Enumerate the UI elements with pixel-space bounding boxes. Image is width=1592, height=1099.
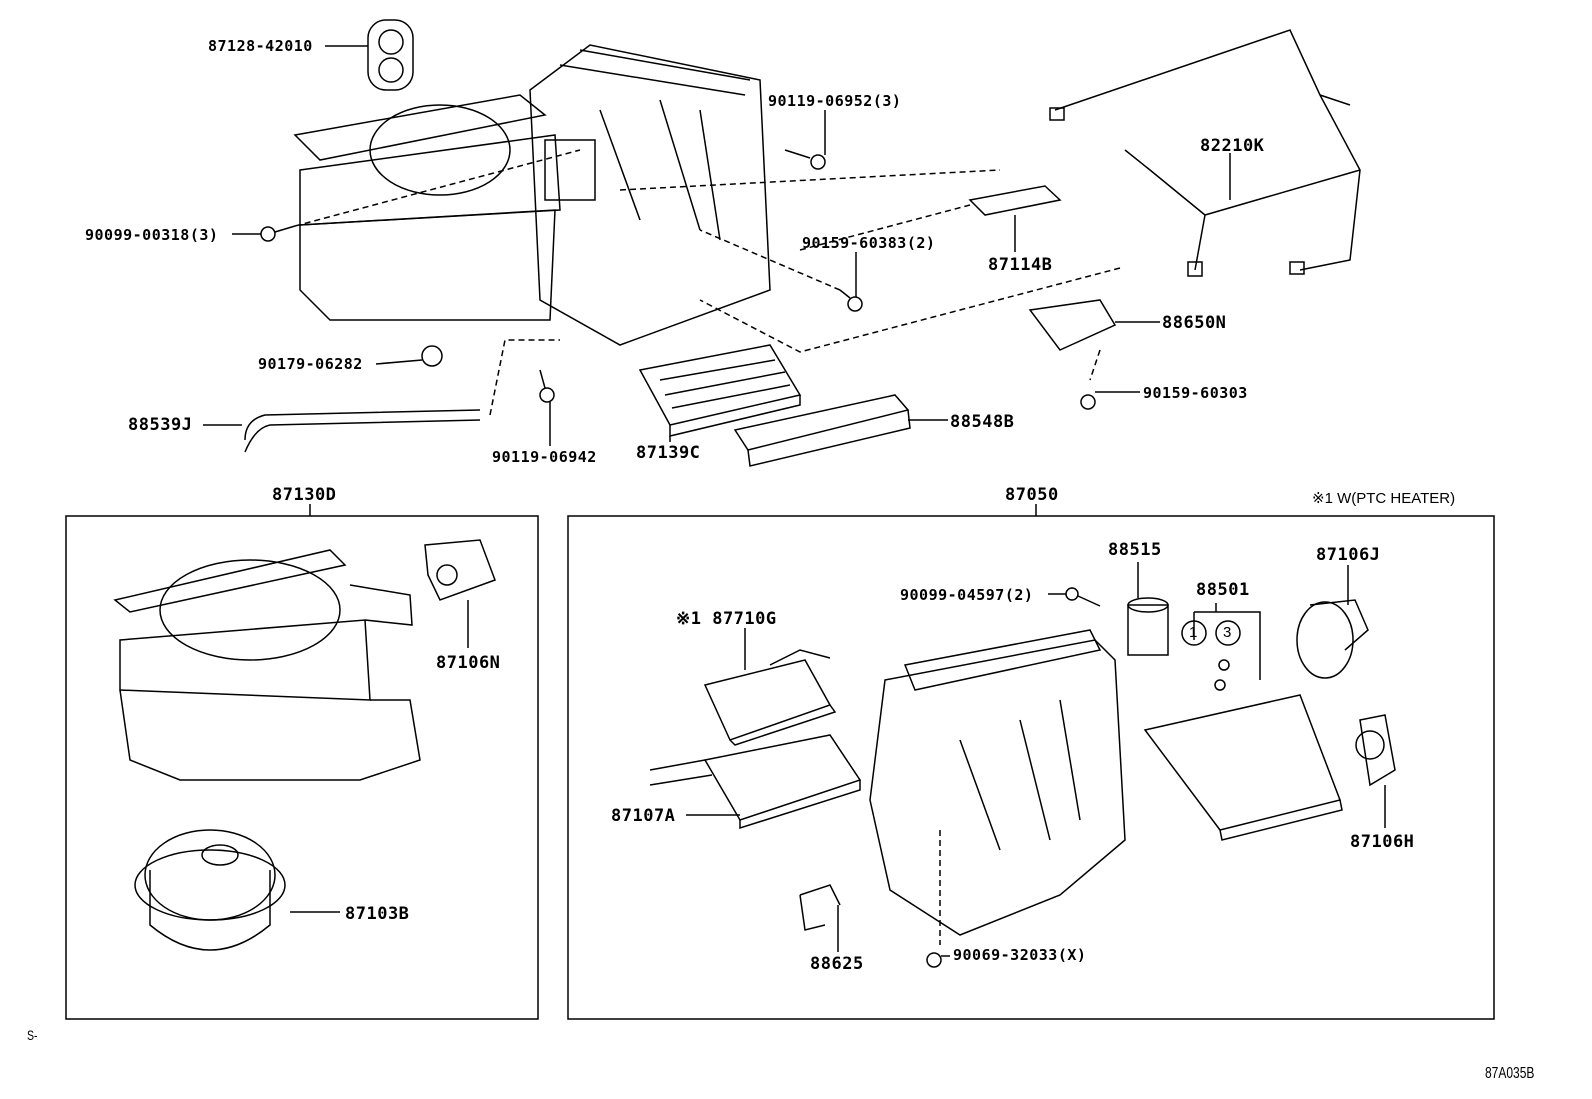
heater-unit-assembly xyxy=(293,44,771,346)
screw-90159-60303 xyxy=(1080,394,1096,410)
label-90099-04597[interactable]: 90099-04597(2) xyxy=(900,586,1034,604)
actuator-87106N xyxy=(424,539,496,601)
label-88539J[interactable]: 88539J xyxy=(128,415,193,435)
label-88548B[interactable]: 88548B xyxy=(950,412,1015,432)
wire-harness-82210K xyxy=(1054,29,1361,271)
grommet-87128 xyxy=(367,19,414,91)
label-87106J[interactable]: 87106J xyxy=(1316,545,1381,565)
label-87114B[interactable]: 87114B xyxy=(988,255,1053,275)
screw-90119-06942 xyxy=(539,369,555,403)
corner-mark: S- xyxy=(27,1027,38,1043)
ptc-heater-note: ※1 W(PTC HEATER) xyxy=(1312,490,1456,507)
label-87128-42010[interactable]: 87128-42010 xyxy=(208,37,313,55)
screw-90099-00318 xyxy=(260,225,296,242)
ptc-heater-87710G xyxy=(703,649,837,746)
oring-3-number: 3 xyxy=(1223,624,1232,641)
oring-1-icon xyxy=(1181,620,1207,646)
filter-case-88548B xyxy=(733,394,911,467)
actuator-88650N xyxy=(1028,299,1117,351)
label-90119-06952[interactable]: 90119-06952(3) xyxy=(768,92,902,110)
oring-3-icon xyxy=(1215,620,1241,646)
expansion-valve-88515 xyxy=(1127,597,1169,656)
label-87106H[interactable]: 87106H xyxy=(1350,832,1415,852)
bolt-90099-04597 xyxy=(1065,587,1101,607)
heater-case-87050 xyxy=(869,629,1126,936)
label-90179-06282[interactable]: 90179-06282 xyxy=(258,355,363,373)
label-88650N[interactable]: 88650N xyxy=(1162,313,1227,333)
label-90069-32033[interactable]: 90069-32033(X) xyxy=(953,946,1087,964)
label-90099-00318[interactable]: 90099-00318(3) xyxy=(85,226,219,244)
label-87107A[interactable]: 87107A xyxy=(611,806,676,826)
screw-90159-60383 xyxy=(839,289,863,312)
label-82210K[interactable]: 82210K xyxy=(1200,136,1265,156)
diagram-id: 87A035B xyxy=(1485,1065,1535,1082)
actuator-87106J xyxy=(1296,599,1369,679)
screw-90119-06952 xyxy=(784,149,826,170)
label-88515[interactable]: 88515 xyxy=(1108,540,1162,560)
label-87130D[interactable]: 87130D xyxy=(272,485,337,505)
blower-unit-87130D xyxy=(113,549,421,781)
label-87050[interactable]: 87050 xyxy=(1005,485,1059,505)
label-90159-60303[interactable]: 90159-60303 xyxy=(1143,384,1248,402)
evaporator-88501 xyxy=(1143,694,1343,841)
label-87139C[interactable]: 87139C xyxy=(636,443,701,463)
label-90119-06942[interactable]: 90119-06942 xyxy=(492,448,597,466)
heater-core-87107A xyxy=(649,734,862,830)
label-90159-60383[interactable]: 90159-60383(2) xyxy=(802,234,936,252)
actuator-87106H xyxy=(1355,714,1396,787)
seal-87114B xyxy=(968,185,1062,216)
filter-87139C xyxy=(638,344,802,437)
label-88501[interactable]: 88501 xyxy=(1196,580,1250,600)
label-87106N[interactable]: 87106N xyxy=(436,653,501,673)
grommet-90179-06282 xyxy=(421,345,443,367)
label-87710G[interactable]: ※1 87710G xyxy=(676,609,777,629)
group-box-87050 xyxy=(567,515,1495,1020)
screw-90069-32033 xyxy=(926,952,942,968)
sensor-88625 xyxy=(799,884,841,931)
group-box-87130D xyxy=(65,515,539,1020)
drain-hose-88539J xyxy=(244,409,481,453)
label-88625[interactable]: 88625 xyxy=(810,954,864,974)
blower-motor-87103B xyxy=(134,829,286,951)
oring-1-number: 1 xyxy=(1189,624,1198,641)
label-87103B[interactable]: 87103B xyxy=(345,904,410,924)
